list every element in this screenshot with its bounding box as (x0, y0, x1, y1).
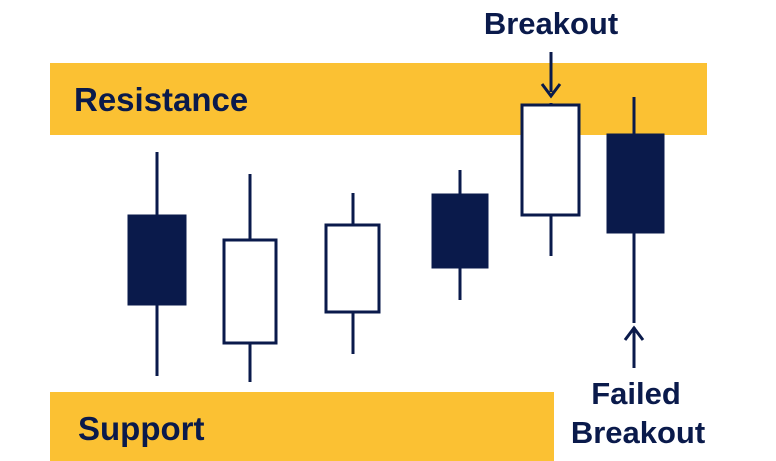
breakout-label: Breakout (484, 6, 618, 41)
candlestick (520, 103, 581, 256)
candlestick (127, 152, 187, 376)
breakout-arrow-down-icon (540, 52, 562, 99)
candlestick (606, 97, 665, 323)
candlestick (324, 193, 381, 354)
failed-breakout-label-line1: Failed (591, 376, 681, 411)
candle-body (127, 214, 187, 306)
failed-breakout-label: Failed (591, 376, 681, 411)
candle-body (431, 193, 489, 269)
candle-body (222, 238, 278, 345)
candlestick (431, 170, 489, 300)
support-label: Support (78, 410, 204, 447)
failed-breakout-label-line2: Breakout (571, 415, 705, 450)
candlestick (222, 174, 278, 382)
failed-breakout-arrow-up-icon (623, 325, 645, 368)
candle-body (520, 103, 581, 217)
resistance-label: Resistance (74, 81, 248, 118)
candle-body (324, 223, 381, 314)
failed-breakout-label-2: Breakout (571, 415, 705, 450)
support-band (50, 392, 554, 461)
candle-body (606, 133, 665, 234)
resistance-band (50, 63, 707, 135)
